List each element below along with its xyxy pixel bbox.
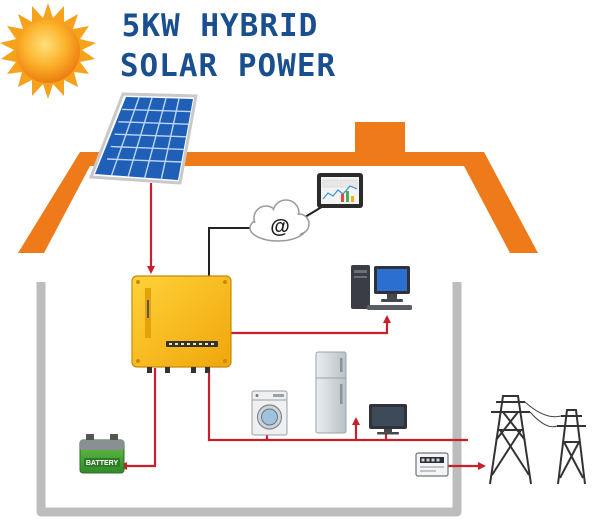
- sun-icon: [0, 3, 96, 99]
- tablet-monitor-icon: [317, 173, 363, 208]
- wire-inverter-to-computer: [230, 315, 391, 335]
- wire-inverter-to-battery: [119, 368, 157, 470]
- title-line-1: 5KW HYBRID: [122, 8, 319, 44]
- refrigerator-icon: [315, 351, 347, 434]
- internet-cloud-icon: @: [249, 199, 310, 242]
- electric-meter-icon: [415, 452, 449, 477]
- battery-label: BATTERY: [86, 460, 119, 467]
- desktop-computer-icon: [351, 265, 412, 310]
- solar-panel-icon: [88, 92, 198, 185]
- hybrid-inverter-icon: [131, 275, 232, 373]
- battery-icon: BATTERY: [79, 434, 125, 474]
- wire-inverter-to-cloud: [208, 227, 255, 278]
- washing-machine-icon: [251, 390, 288, 436]
- power-grid-tower-icon: [489, 395, 586, 485]
- title-line-2: SOLAR POWER: [120, 48, 336, 84]
- house-walls: [36, 282, 462, 517]
- cloud-at-symbol: @: [270, 216, 290, 238]
- television-icon: [369, 404, 407, 435]
- wire-inverter-to-loads: [207, 368, 468, 442]
- power-wires: [119, 183, 486, 470]
